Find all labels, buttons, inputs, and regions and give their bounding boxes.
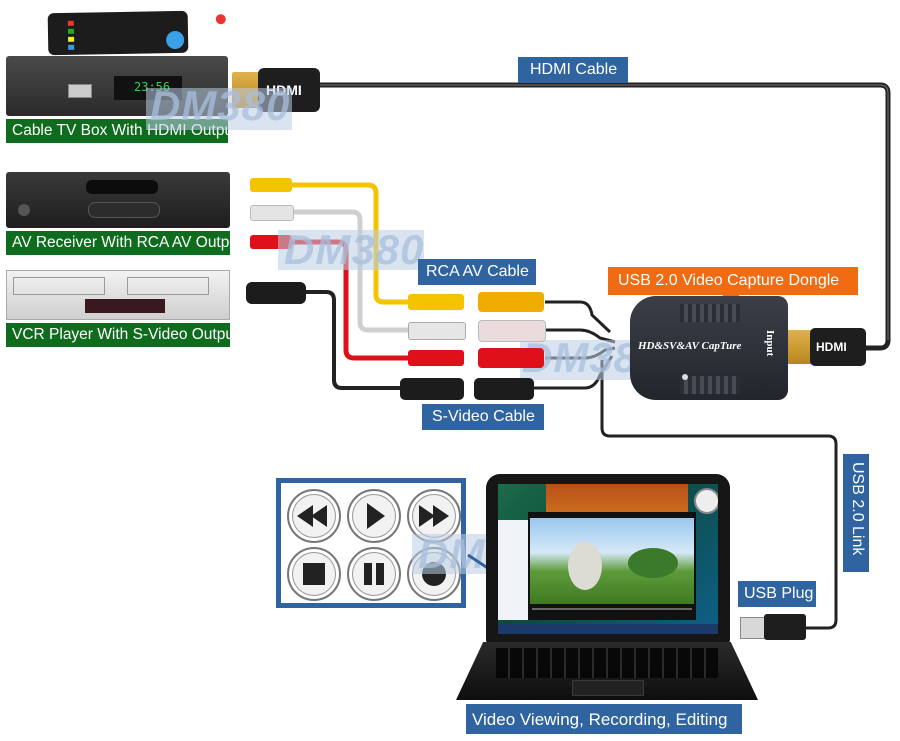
rca-female-white	[478, 320, 546, 342]
dongle-brand-text: HD&SV&AV CapTure	[638, 340, 742, 352]
usb-link-label: USB 2.0 Link	[843, 454, 869, 572]
s-video-cable-label: S-Video Cable	[422, 404, 544, 430]
watermark-bg-1	[146, 88, 292, 130]
vcr-player	[6, 270, 230, 320]
laptop-caption: Video Viewing, Recording, Editing	[466, 704, 742, 734]
rewind-icon	[297, 505, 327, 527]
rca-male-white	[408, 322, 466, 340]
vcr-player-label: VCR Player With S-Video Output	[6, 323, 238, 347]
s-video-female	[474, 378, 534, 400]
hdmi-cable	[300, 82, 891, 351]
pause-button[interactable]	[347, 547, 401, 601]
laptop-keyboard-deck	[456, 642, 758, 700]
play-icon	[367, 503, 385, 529]
stop-icon	[303, 563, 325, 585]
hdmi-cable-label: HDMI Cable	[518, 57, 628, 83]
video-player-window	[528, 512, 696, 620]
capture-dongle: HD&SV&AV CapTure Input	[630, 296, 788, 400]
watermark-2: DM380	[284, 226, 425, 273]
dongle-input-text: Input	[764, 330, 776, 357]
hdmi-connector-dongle: HDMI	[810, 328, 866, 366]
rca-female-yellow	[478, 292, 544, 312]
s-video-male	[400, 378, 464, 400]
fast-forward-icon	[419, 505, 449, 527]
watermark-1: DM380	[150, 82, 291, 129]
pause-icon	[364, 563, 384, 585]
av-receiver-label: AV Receiver With RCA AV Output	[6, 231, 242, 255]
rewind-button[interactable]	[287, 489, 341, 543]
rca-plug-white-source	[250, 205, 294, 221]
watermark-bg-2	[278, 230, 424, 270]
laptop-screen	[498, 484, 718, 634]
rca-av-cable-label: RCA AV Cable	[418, 259, 536, 285]
rca-male-red	[408, 350, 464, 366]
hdmi-plug-dongle	[788, 330, 812, 364]
usb-cable	[600, 360, 838, 630]
usb-plug-metal	[740, 617, 766, 639]
rca-cable-white	[292, 209, 415, 333]
av-receiver	[6, 172, 230, 228]
rca-male-yellow	[408, 294, 464, 310]
rca-plug-yellow-source	[250, 178, 292, 192]
laptop	[486, 474, 730, 644]
usb-plug-label: USB Plug	[738, 581, 816, 607]
remote-control	[47, 10, 226, 56]
rca-female-red	[478, 348, 544, 368]
s-video-cable	[300, 290, 400, 390]
play-button[interactable]	[347, 489, 401, 543]
s-video-plug-source	[246, 282, 306, 304]
usb-plug-body	[764, 614, 806, 640]
stop-button[interactable]	[287, 547, 341, 601]
capture-dongle-label: USB 2.0 Video Capture Dongle	[608, 267, 858, 295]
